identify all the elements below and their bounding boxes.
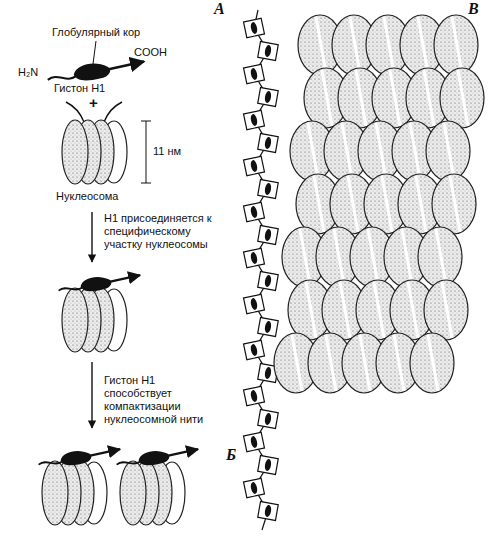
nucleosome-square (244, 202, 265, 221)
process-arrow (91, 362, 92, 428)
step-note: Гистон H1 способствует компактизации нук… (104, 374, 222, 426)
leader-line (93, 41, 96, 64)
fiber-sphere (440, 68, 484, 128)
nucleosome-square (258, 410, 279, 429)
nucleosome-square (258, 272, 279, 291)
fiber-sphere (424, 280, 468, 340)
nucleosome-square (258, 502, 279, 521)
nucleosome-square (244, 18, 265, 37)
dimension-line (146, 121, 147, 183)
nucleosome-square (258, 456, 279, 475)
histone-h1 (48, 62, 144, 81)
fiber-sphere (410, 333, 454, 393)
nucleosome (120, 461, 185, 525)
dimension-label: 11 нм (153, 145, 181, 158)
process-arrow (91, 212, 92, 262)
nucleosome-square (244, 386, 265, 405)
histone-h1 (117, 449, 198, 465)
part-label: Гистон H1 (54, 82, 105, 95)
nucleosome-square (244, 340, 265, 359)
step-note: H1 присоединяется к специфическому участ… (104, 212, 222, 251)
fiber-sphere (434, 15, 478, 75)
histone-h1 (59, 275, 140, 291)
histone-h1 (39, 449, 120, 465)
terminus-label: H₂N (18, 66, 38, 79)
nucleosome-square (258, 180, 279, 199)
nucleosome (62, 288, 127, 352)
nucleosome-square (244, 478, 265, 497)
terminus-label: COOH (134, 46, 167, 59)
nucleosome-square (258, 318, 279, 337)
nucleosome (62, 120, 127, 184)
charge-sign: + (89, 96, 98, 109)
fiber-sphere (426, 121, 470, 181)
dimension-tick (141, 121, 151, 122)
panel-letter: В (468, 2, 479, 15)
nucleosome-square (244, 110, 265, 129)
nucleosome (42, 461, 107, 525)
nucleosome-square (258, 226, 279, 245)
nucleosome-square (244, 64, 265, 83)
panel-letter: А (214, 2, 225, 15)
nucleosome-square (244, 248, 265, 267)
nucleosome-square (244, 432, 265, 451)
dimension-tick (141, 183, 151, 184)
panel-letter: Б (226, 448, 236, 461)
nucleosome-square (258, 88, 279, 107)
nucleosome-square (258, 42, 279, 61)
part-label: Нуклеосома (56, 190, 118, 203)
fiber-sphere (418, 227, 462, 287)
dna-strand (66, 102, 84, 122)
dna-strand (104, 102, 122, 122)
nucleosome-square (258, 134, 279, 153)
fiber-sphere (432, 174, 476, 234)
part-label: Глобулярный кор (52, 26, 140, 39)
nucleosome-square (244, 156, 265, 175)
nucleosome-square (244, 294, 265, 313)
